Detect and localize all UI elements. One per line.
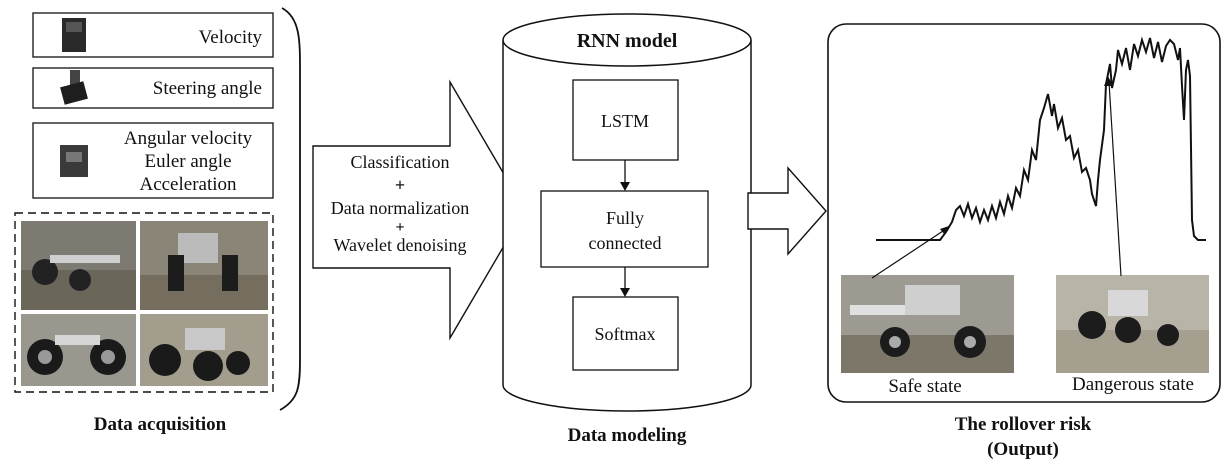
rnn-model-cylinder: RNN model LSTM Fully connected Softmax D… bbox=[502, 13, 752, 446]
softmax-layer-box bbox=[572, 296, 679, 371]
fully-connected-layer-box bbox=[540, 190, 709, 268]
wavelet-denoising-label: Wavelet denoising bbox=[333, 235, 466, 255]
connected-label: connected bbox=[589, 233, 662, 253]
grouping-bracket bbox=[279, 7, 301, 411]
arrowhead-icon bbox=[620, 288, 630, 297]
lstm-layer-box bbox=[572, 79, 679, 161]
classification-label: Classification bbox=[351, 152, 450, 172]
vehicle-photo-2 bbox=[140, 221, 268, 310]
dangerous-state-label: Dangerous state bbox=[1072, 374, 1194, 395]
euler-angle-label: Euler angle bbox=[144, 151, 231, 172]
imu-sensor-icon bbox=[60, 145, 88, 177]
risk-signal-curve bbox=[876, 36, 1206, 241]
steering-sensor-icon bbox=[60, 70, 88, 105]
rollover-risk-panel: Safe state Dangerous state bbox=[827, 23, 1221, 403]
softmax-label: Softmax bbox=[595, 324, 656, 344]
preprocessing-arrow: Classification + Data normalization + Wa… bbox=[312, 79, 526, 341]
vehicle-photo-frame bbox=[14, 212, 274, 393]
data-acquisition-caption: Data acquisition bbox=[94, 414, 227, 435]
arrowhead-icon bbox=[620, 182, 630, 191]
data-normalization-label: Data normalization bbox=[331, 198, 469, 218]
arrowhead-icon bbox=[940, 226, 949, 235]
velocity-label: Velocity bbox=[199, 27, 263, 48]
vehicle-photo-1 bbox=[21, 221, 136, 310]
rollover-risk-caption: The rollover risk bbox=[955, 414, 1092, 435]
output-arrow bbox=[747, 166, 827, 256]
arrowhead-icon bbox=[1104, 76, 1113, 86]
output-caption: (Output) bbox=[987, 439, 1059, 460]
safe-state-photo bbox=[841, 275, 1014, 373]
safe-state-label: Safe state bbox=[888, 376, 961, 397]
plus-sign-1: + bbox=[395, 175, 405, 195]
steering-angle-label: Steering angle bbox=[153, 78, 262, 99]
vehicle-photo-4 bbox=[140, 314, 268, 386]
lstm-label: LSTM bbox=[601, 111, 649, 131]
speed-sensor-icon bbox=[62, 18, 86, 52]
imu-sensor-box bbox=[32, 122, 274, 199]
dangerous-state-photo bbox=[1056, 275, 1209, 373]
acceleration-label: Acceleration bbox=[139, 174, 237, 195]
angular-velocity-label: Angular velocity bbox=[124, 128, 253, 149]
data-acquisition-panel: Velocity Steering angle Angular velocity… bbox=[14, 12, 274, 435]
rnn-model-title: RNN model bbox=[577, 30, 678, 52]
fully-label: Fully bbox=[606, 208, 644, 228]
plus-sign-2: + bbox=[395, 219, 404, 236]
vehicle-photo-3 bbox=[21, 314, 136, 386]
data-modeling-caption: Data modeling bbox=[568, 425, 687, 446]
